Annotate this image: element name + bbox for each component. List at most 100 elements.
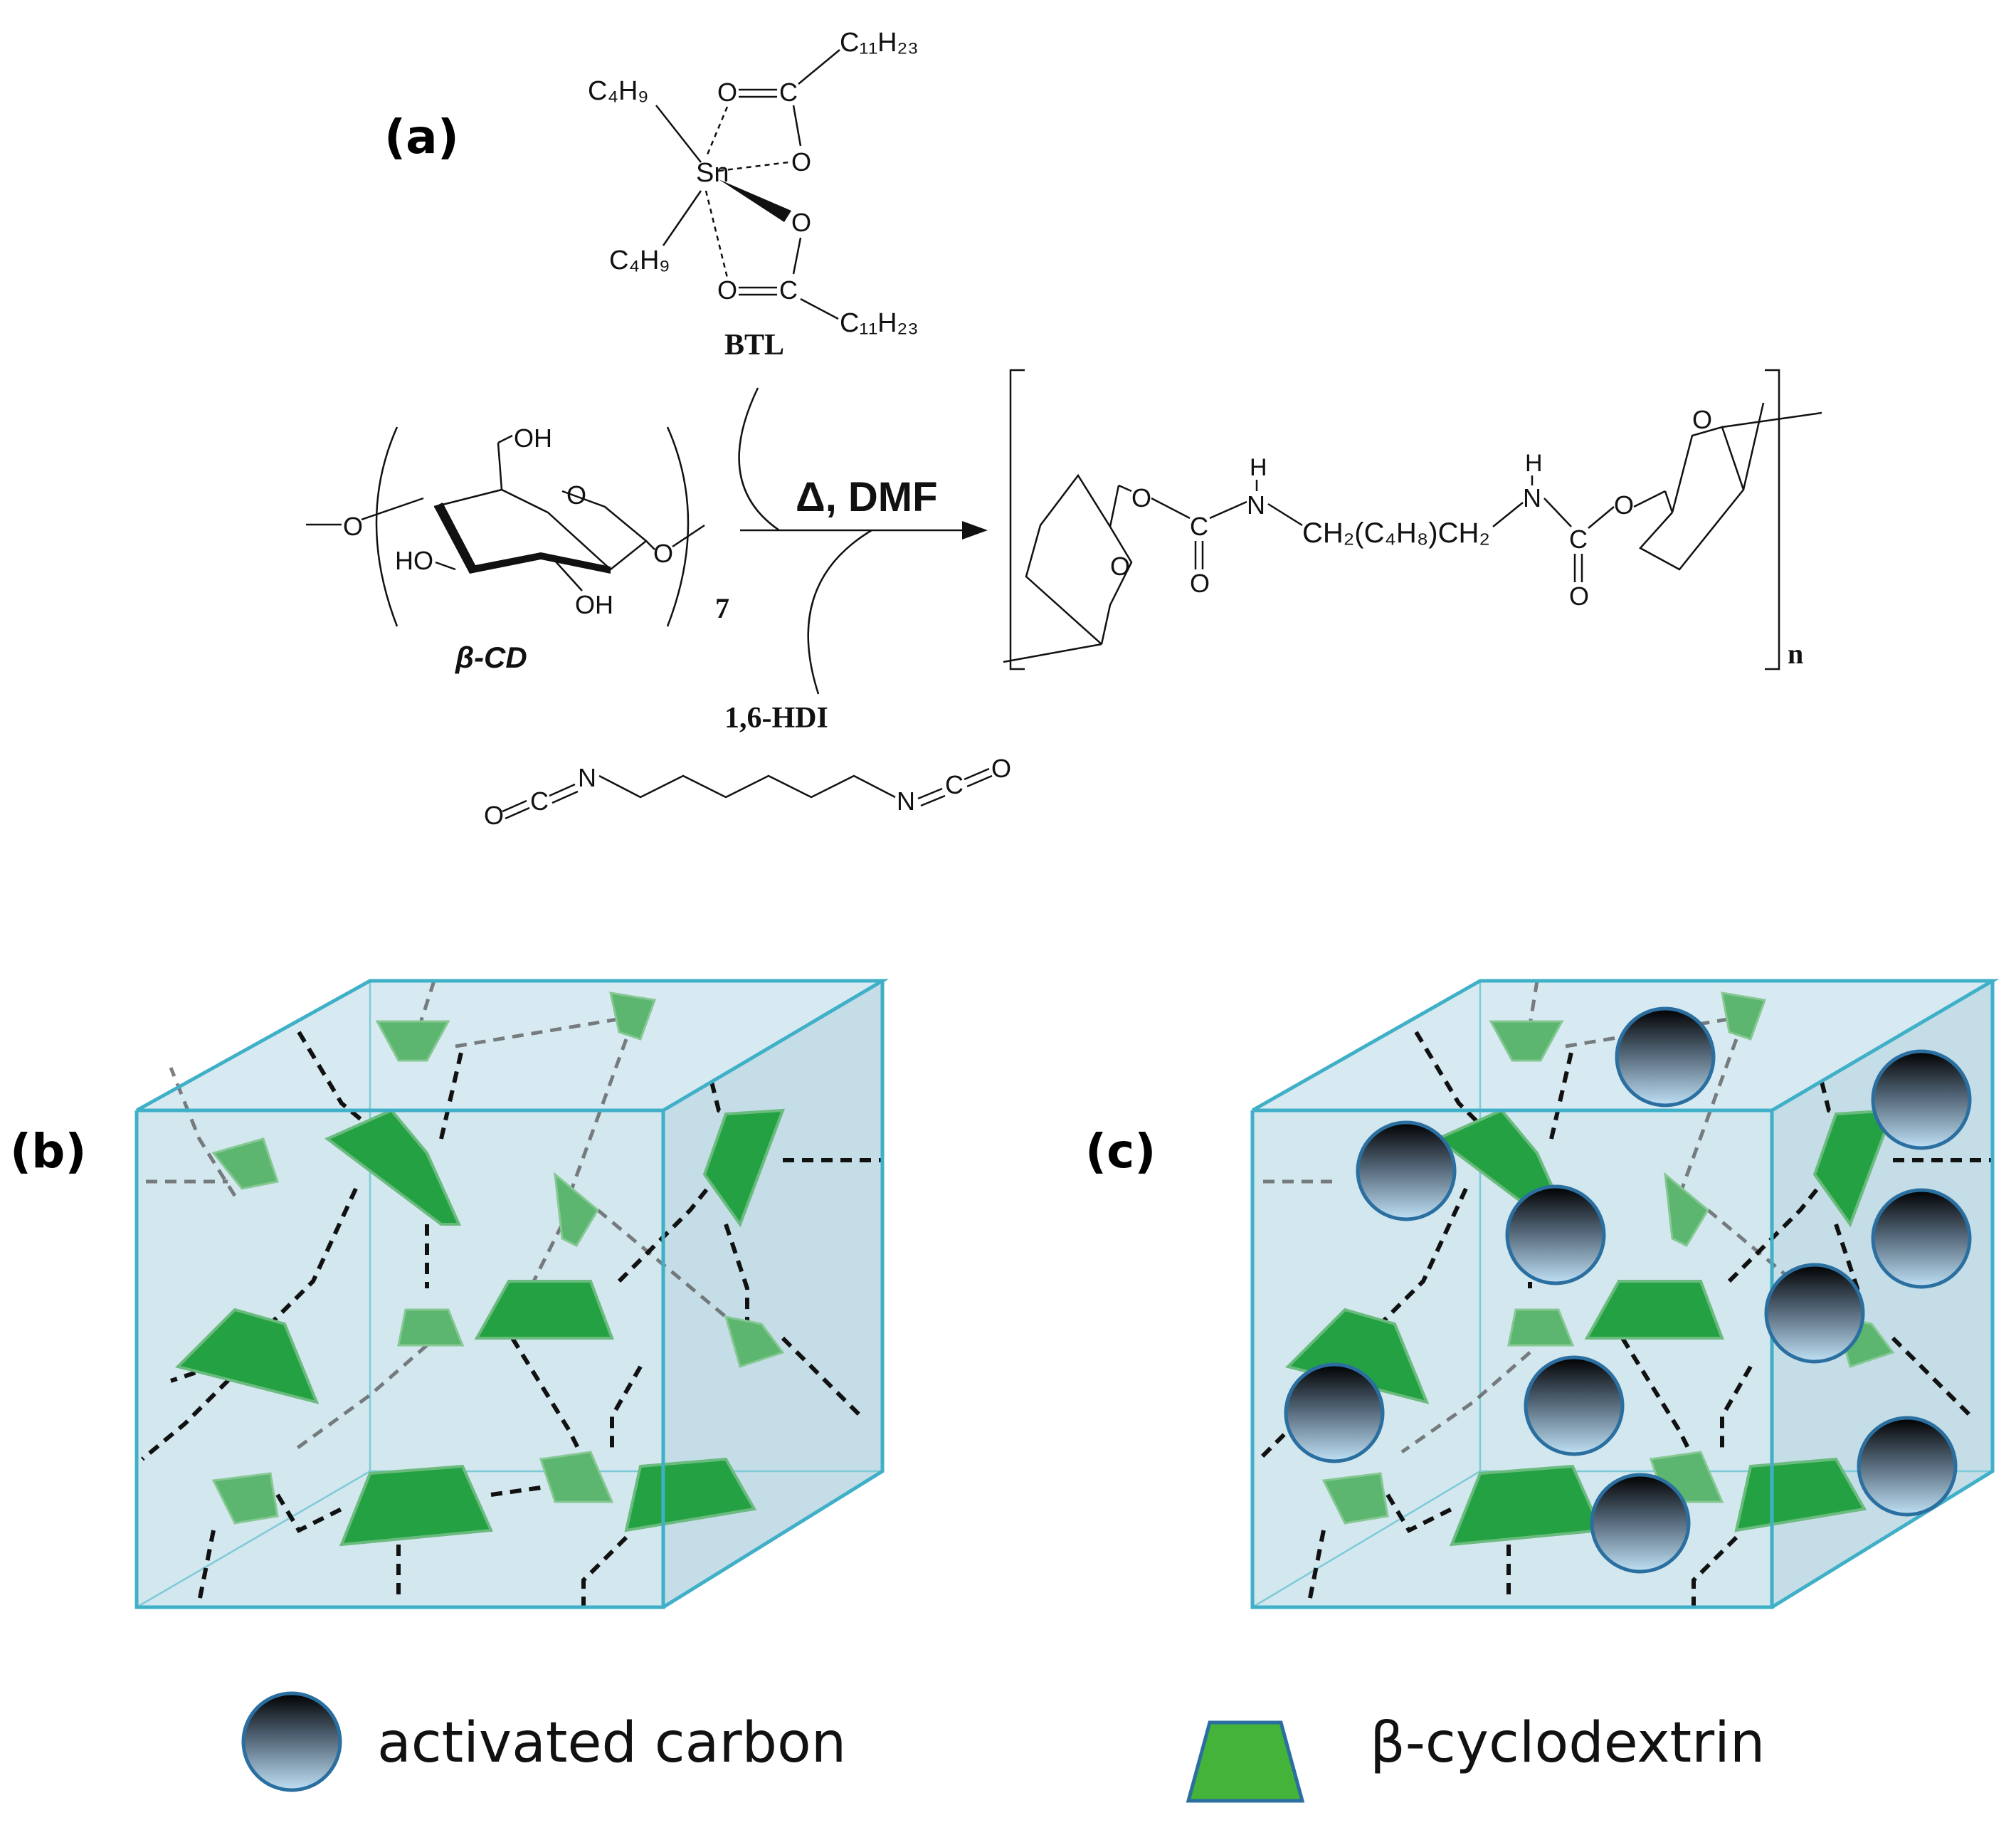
sn-o-coord-bottom — [704, 190, 729, 278]
hdi-cn-left-2 — [552, 790, 579, 804]
hdi-label: 1,6-HDI — [724, 702, 828, 735]
link-b-8 — [290, 1344, 428, 1454]
link-c-6 — [1400, 1351, 1531, 1454]
cube-c — [1250, 979, 2000, 1609]
link-b-14 — [724, 1224, 749, 1324]
carbon-sphere — [1284, 1362, 1385, 1463]
o-carbonyl-top: O — [717, 78, 737, 107]
cd-c-7 — [1507, 1308, 1575, 1347]
hdi-chain — [598, 774, 896, 799]
cd-c-1 — [1489, 1020, 1564, 1062]
link-b-1 — [418, 980, 436, 1026]
conditions-label: Δ, DMF — [796, 474, 938, 520]
hdi-co-right-1 — [964, 767, 990, 781]
panel-b: (b) — [10, 979, 890, 1609]
cd-b-13 — [539, 1451, 614, 1503]
link-b-17 — [617, 1173, 721, 1283]
cd-b-7 — [175, 1308, 320, 1404]
hdi-oc-left-2 — [505, 806, 530, 820]
right-ring — [1639, 426, 1745, 571]
link-b-5 — [169, 1067, 237, 1197]
cd-o-ring: O — [566, 480, 586, 510]
cd-o-ring-bond — [361, 497, 424, 521]
cd-paren-left — [375, 426, 399, 627]
carbon-sphere — [1871, 1188, 1972, 1289]
cd-o-left: O — [343, 512, 363, 541]
cube-b-top-edges — [135, 979, 890, 1113]
carbon-sphere — [1764, 1263, 1865, 1364]
left-ring-ch2 — [1109, 485, 1120, 527]
chain-right-n — [1492, 502, 1524, 527]
cd-b-4 — [324, 1108, 462, 1226]
cd-b-3 — [211, 1137, 279, 1190]
link-b-25 — [490, 1485, 542, 1497]
panel-b-label: (b) — [10, 1124, 87, 1179]
carbon-particles-c — [1284, 1006, 1972, 1574]
link-b-16 — [610, 1365, 643, 1452]
link-b-10 — [439, 1046, 465, 1140]
legend-carbon-icon — [241, 1691, 342, 1792]
o-ester-bottom: O — [791, 208, 811, 237]
cd-b-10 — [724, 1315, 785, 1368]
cd-label: β-CD — [455, 641, 527, 674]
left-ester-o: O — [1131, 483, 1151, 512]
carbon-sphere — [1857, 1416, 1958, 1517]
carbon-sphere — [1590, 1473, 1691, 1574]
carbon-sphere — [1524, 1355, 1625, 1456]
cd-ring-bold-right — [541, 552, 611, 574]
cd-oh-bottom: OH — [575, 590, 613, 619]
sn-atom: Sn — [696, 158, 729, 188]
left-n-chain — [1267, 503, 1303, 527]
cd-c-6 — [1285, 1308, 1430, 1404]
left-nh: H — [1250, 454, 1267, 481]
panel-a: (a) Sn C₄H₉ C₄H₉ O C C₁₁H₂₃ O O O C — [306, 28, 1822, 830]
cd-ring-bold-front — [434, 503, 541, 574]
cube-b — [134, 979, 890, 1609]
panel-c-label: (c) — [1085, 1124, 1156, 1179]
right-carbonyl-o: O — [1569, 582, 1589, 611]
reaction-arrow: Δ, DMF — [738, 387, 988, 695]
cd-ch2-oh-bond — [497, 434, 513, 444]
sn-o-hash-top — [718, 161, 789, 172]
hdi-structure: 1,6-HDI O C N N C O — [484, 702, 1011, 830]
cd-b-9 — [474, 1280, 614, 1340]
link-b-3 — [567, 1038, 628, 1196]
right-n: N — [1523, 483, 1541, 512]
hdi-cn-left-1 — [549, 783, 576, 797]
link-c-11 — [1820, 1081, 1859, 1127]
c-o-top-bond — [792, 105, 802, 147]
right-end-up — [1742, 402, 1765, 490]
left-carbonyl-c: C — [1190, 512, 1208, 541]
carbon-sphere — [1615, 1006, 1716, 1108]
left-end-bond — [1003, 643, 1102, 663]
c-carbonyl-bottom: C — [779, 275, 798, 305]
btl-label: BTL — [724, 329, 784, 362]
left-c-n — [1209, 500, 1247, 520]
c11h23-top: C₁₁H₂₃ — [840, 28, 919, 58]
link-b-12 — [268, 1187, 358, 1326]
c-c11h23-top-bond — [798, 49, 840, 85]
cube-b-top-face — [137, 981, 882, 1110]
bracket-left — [1009, 369, 1025, 670]
link-c-19 — [1386, 1493, 1453, 1533]
cd-ho-left: HO — [395, 546, 433, 575]
cd-paren-right — [666, 426, 690, 627]
cd-b-2 — [609, 992, 657, 1041]
cd-c-8 — [1584, 1280, 1724, 1340]
cd-b-8 — [397, 1308, 465, 1347]
cd-b-6 — [702, 1108, 785, 1228]
c-c11h23-bottom-bond — [800, 298, 839, 320]
link-c-15 — [1727, 1173, 1831, 1283]
panel-a-label: (a) — [384, 110, 459, 164]
right-nh: H — [1525, 450, 1543, 477]
cube-c-top-edges — [1251, 979, 2000, 1113]
sn-o-wedge — [719, 179, 791, 222]
cd-b-12 — [339, 1464, 493, 1547]
right-ester-o: O — [1614, 490, 1634, 520]
link-b-22 — [275, 1493, 343, 1533]
carbon-sphere — [1356, 1120, 1457, 1221]
right-carbonyl-c: C — [1569, 525, 1588, 554]
link-b-2 — [455, 1016, 627, 1048]
beta-cd-structure: O O OH HO OH O 7 β-CD — [306, 424, 729, 674]
legend: activated carbon β-cyclodextrin — [241, 1691, 1765, 1803]
